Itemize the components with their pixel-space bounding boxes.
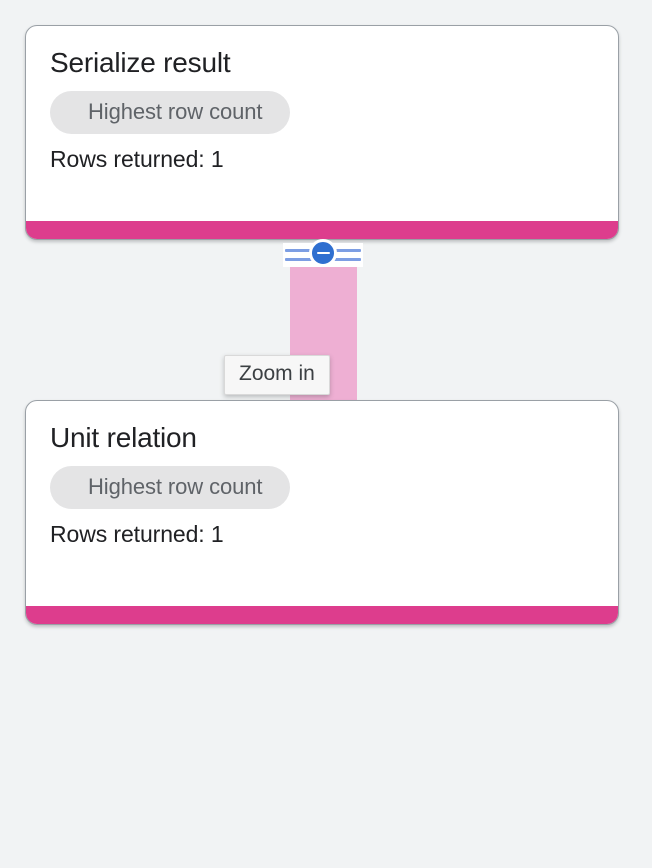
node-badge-highest-row-count: Highest row count (50, 91, 291, 134)
node-body: Serialize result Highest row count Rows … (26, 26, 618, 221)
node-accent-bar (26, 221, 618, 239)
node-accent-bar (26, 606, 618, 624)
minus-circle-icon[interactable] (309, 239, 337, 267)
edge-handle[interactable] (283, 239, 363, 267)
node-badge-highest-row-count: Highest row count (50, 466, 291, 509)
node-title: Unit relation (50, 422, 197, 453)
node-card-unit-relation[interactable]: Unit relation Highest row count Rows ret… (25, 400, 619, 625)
node-title: Serialize result (50, 47, 231, 78)
node-card-serialize-result[interactable]: Serialize result Highest row count Rows … (25, 25, 619, 240)
minus-glyph (316, 251, 330, 255)
node-rows-returned: Rows returned: 1 (50, 146, 224, 172)
node-rows-returned: Rows returned: 1 (50, 521, 224, 547)
tooltip-zoom-in: Zoom in (224, 355, 330, 395)
node-body: Unit relation Highest row count Rows ret… (26, 401, 618, 606)
